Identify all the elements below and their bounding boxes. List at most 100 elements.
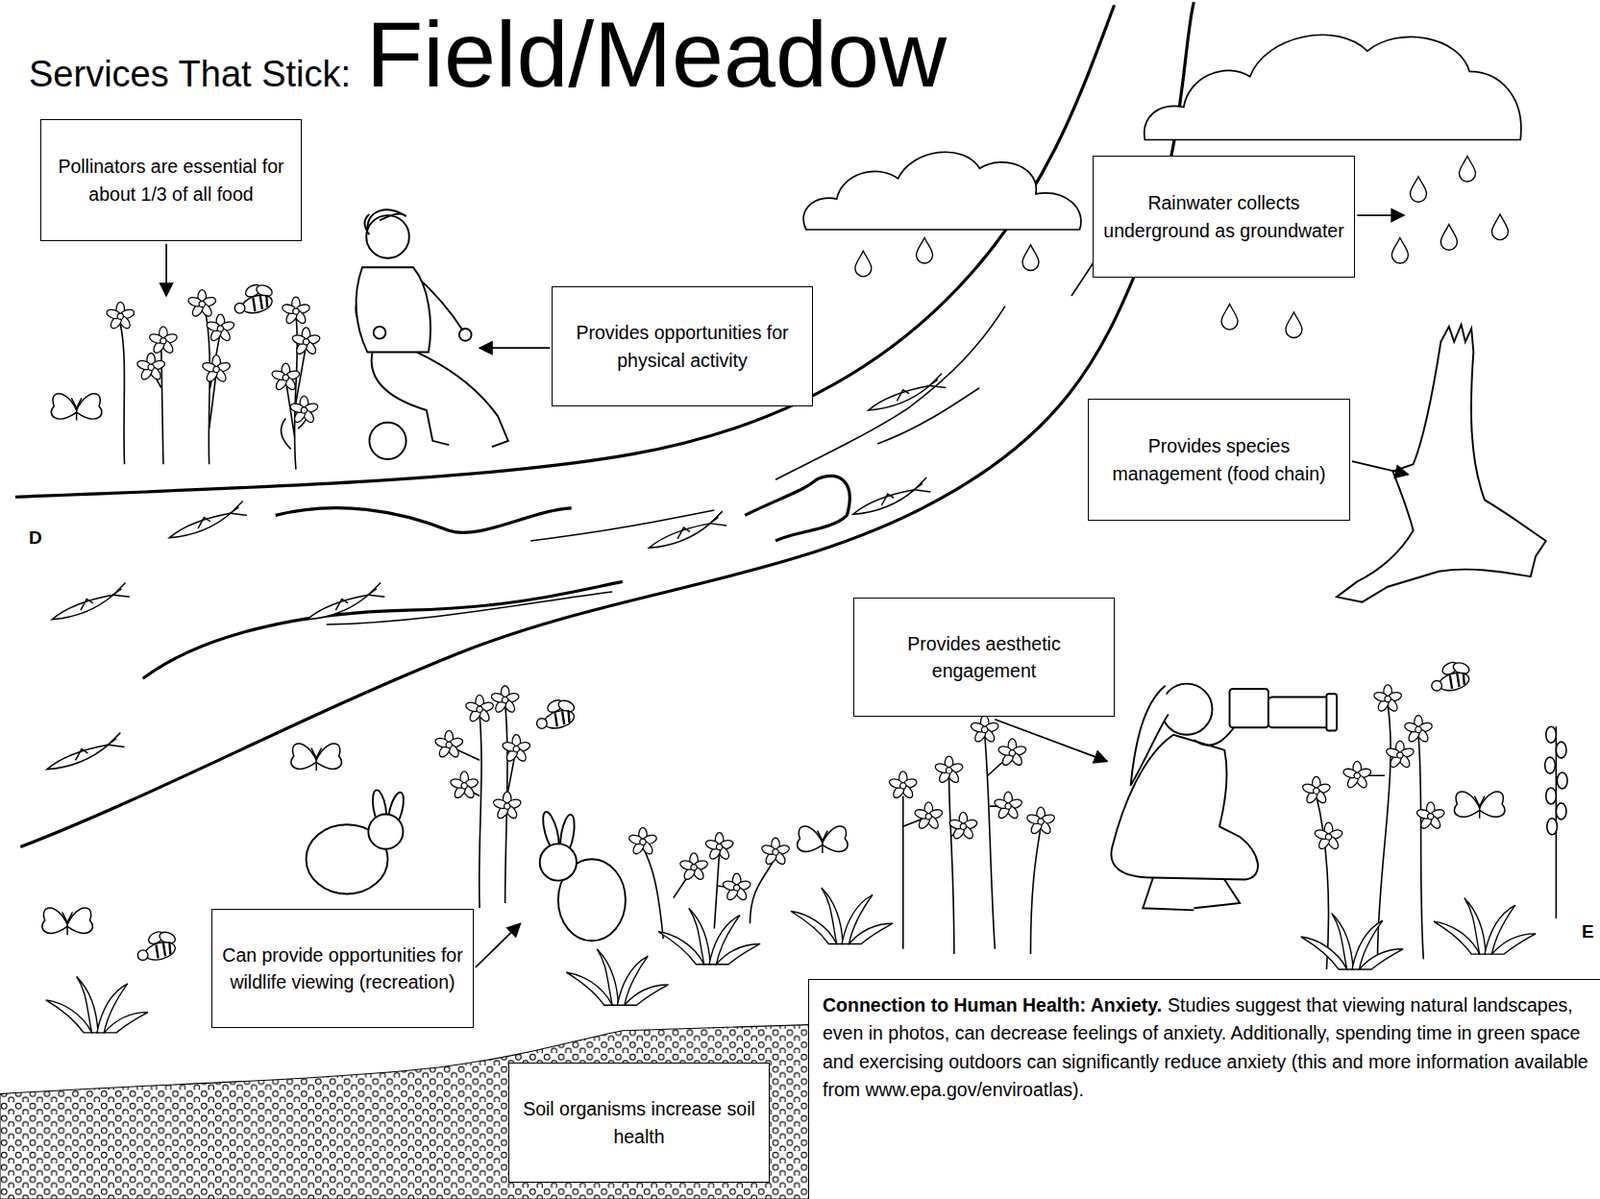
soccer-player-part	[369, 422, 406, 460]
fish-group-part	[648, 511, 727, 548]
health-note-box: Connection to Human Health: Anxiety.Stud…	[808, 979, 1600, 1199]
insects-part	[42, 908, 94, 936]
fish-group-part	[868, 373, 947, 411]
river-part	[275, 508, 572, 534]
insects-part	[797, 826, 849, 854]
wildflowers-bottom-part	[721, 873, 752, 902]
fish-group-part	[307, 582, 386, 619]
leader-arrows-part	[1352, 461, 1408, 475]
river	[15, 1, 1194, 847]
rabbits-part	[368, 814, 403, 850]
river-part	[143, 581, 623, 679]
subtitle-text: Services That Stick:	[28, 53, 351, 96]
wildflowers-bottom-part	[1373, 685, 1404, 714]
callout-text: Pollinators are essential for about 1/3 …	[41, 145, 301, 216]
soccer-player-part	[365, 209, 407, 235]
note-heading: Connection to Human Health: Anxiety.	[822, 994, 1162, 1016]
wildflowers-bottom-part-part	[1546, 726, 1557, 743]
raindrops-part	[1285, 312, 1303, 339]
photographer-part	[1131, 686, 1169, 787]
wildflowers-bottom-part	[1384, 740, 1415, 769]
photographer-part	[1268, 696, 1332, 728]
wildflowers-bottom-part	[1301, 776, 1331, 805]
wildflowers-bottom-part	[1545, 726, 1568, 836]
wildflowers-bottom-part-part	[1556, 772, 1568, 789]
wildflowers-bottom-part	[490, 686, 520, 714]
raindrops-part	[1409, 176, 1427, 203]
photographer	[1110, 684, 1337, 911]
panel-letter: D	[28, 527, 43, 549]
leader-arrows-part	[165, 244, 168, 296]
wildflowers-bottom-part	[903, 735, 1041, 955]
title-row: Services That Stick: Field/Meadow	[28, 7, 947, 101]
rabbits-part	[540, 843, 577, 881]
wildflowers-top-part	[270, 363, 301, 392]
wildflowers-top-part	[136, 352, 167, 381]
pollinators	[50, 282, 274, 421]
wildflowers-bottom-part-part	[1555, 741, 1567, 759]
wildflowers-top	[105, 290, 321, 470]
river-part	[20, 1, 1194, 847]
soccer-player-part	[459, 328, 472, 342]
eagle-part	[1336, 324, 1547, 603]
title-text: Field/Meadow	[366, 7, 947, 101]
insects-part	[137, 929, 177, 963]
wildflowers-bottom-part	[1342, 761, 1373, 789]
soccer-player-part	[356, 267, 431, 352]
wildflowers-top-part	[105, 301, 136, 330]
photographer-part	[1160, 684, 1212, 736]
pollinators-part	[234, 282, 274, 317]
eagle	[1336, 324, 1547, 603]
raindrops-part	[916, 237, 934, 264]
wildflowers-top-part	[289, 395, 320, 424]
leader-arrows-part	[479, 346, 550, 349]
health-note-text: Connection to Human Health: Anxiety.Stud…	[809, 980, 1600, 1116]
wildflowers-bottom-part	[887, 771, 918, 800]
callout-text: Provides species management (food chain)	[1088, 424, 1350, 495]
leader-arrows-part	[1356, 214, 1404, 217]
fish-group-part	[47, 733, 125, 770]
callout-box: Provides species management (food chain)	[1087, 398, 1351, 521]
fish-group-part	[853, 477, 932, 515]
wildflowers-top-part	[280, 296, 311, 325]
leader-arrows-part	[475, 923, 521, 968]
wildflowers-bottom-part	[1026, 807, 1057, 836]
wildflowers-bottom-part-part	[1545, 757, 1556, 774]
raindrops-part	[855, 250, 872, 277]
callout-box: Pollinators are essential for about 1/3 …	[40, 119, 302, 242]
soil-layer	[0, 1024, 816, 1199]
soccer-player	[355, 209, 508, 460]
grass-tufts-part	[658, 908, 761, 964]
wildflowers-bottom-part	[679, 853, 710, 882]
callout-text: Provides opportunities for physical acti…	[552, 311, 813, 382]
wildflowers-bottom-part	[997, 738, 1028, 767]
wildflowers-bottom-part	[761, 837, 791, 866]
insects-part	[537, 697, 577, 732]
photographer-part	[1110, 735, 1258, 881]
grass-tufts-part	[46, 976, 148, 1033]
wildflowers-bottom-part	[948, 812, 979, 840]
wildflowers-top-part	[187, 290, 218, 319]
raindrops-part	[1440, 224, 1457, 251]
callout-box: Can provide opportunities for wildlife v…	[211, 909, 474, 1029]
callout-text: Soil organisms increase soil health	[509, 1087, 769, 1158]
soccer-player-part	[373, 326, 387, 340]
wildflowers-bottom-part	[465, 694, 495, 723]
wildflowers-bottom-part	[642, 847, 776, 940]
wildflowers-bottom-part	[704, 833, 735, 862]
callout-text: Can provide opportunities for wildlife v…	[212, 934, 473, 1005]
photographer-part	[1230, 689, 1269, 728]
raindrops-part	[1221, 304, 1238, 331]
wildflowers-top-part	[201, 355, 232, 384]
soccer-player-part	[366, 215, 410, 259]
grass-tufts-part	[790, 887, 893, 944]
wildflowers-bottom-part	[993, 791, 1024, 820]
wildflowers-bottom-part-part	[1547, 818, 1558, 836]
river-part	[15, 4, 1115, 497]
raindrops-part	[1022, 245, 1039, 271]
grass-tufts-part	[1433, 898, 1536, 955]
wildflowers-bottom-part	[1313, 822, 1344, 851]
river-part	[326, 591, 613, 625]
photographer-part	[1326, 693, 1337, 731]
